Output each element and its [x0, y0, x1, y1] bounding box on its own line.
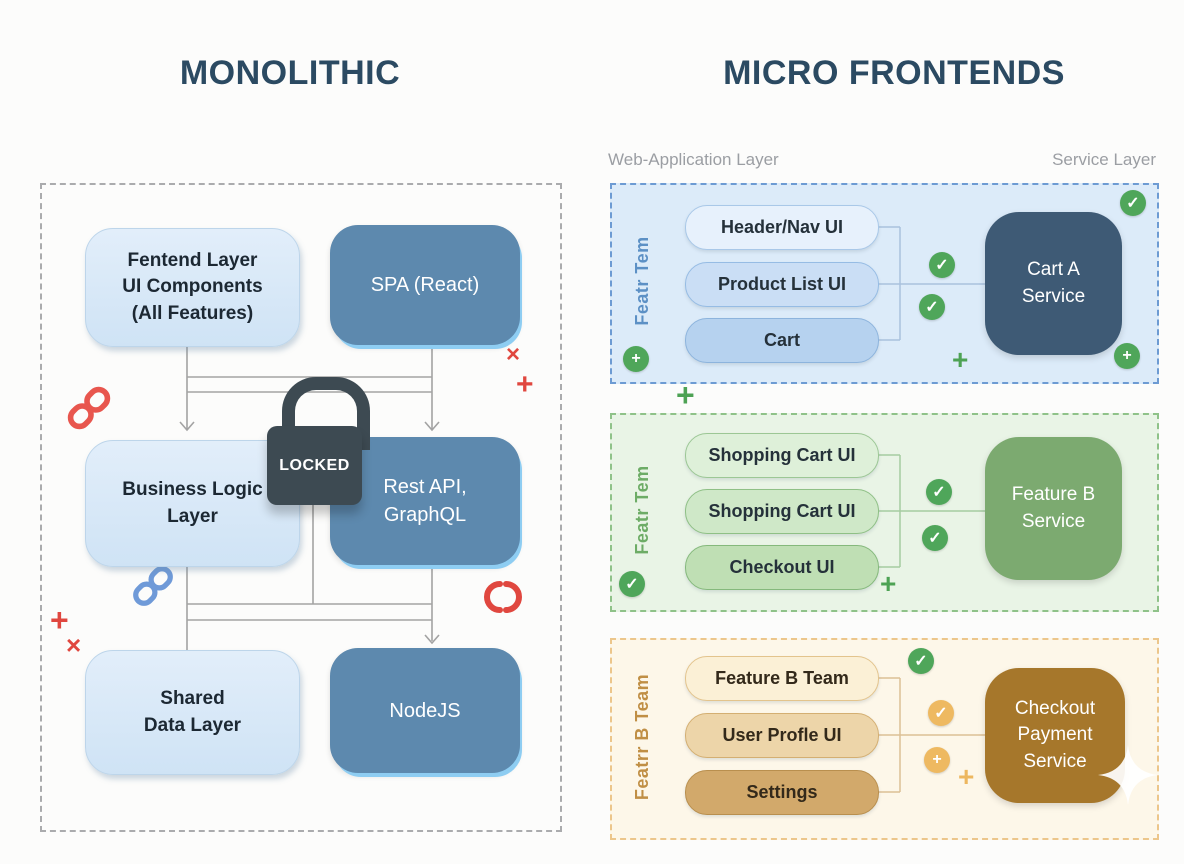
pill-settings: Settings [685, 770, 879, 815]
plus-icon-red: + [50, 602, 69, 638]
plus-icon-green: + [676, 377, 695, 413]
plus-icon-green: + [880, 568, 897, 599]
panel2-connectors [877, 454, 985, 568]
business-logic-block: Business Logic Layer [85, 440, 300, 567]
check-circle-icon: ✓ [1120, 190, 1146, 216]
feature-b-service-block: Feature B Service [985, 437, 1122, 580]
cross-icon: × [506, 341, 521, 368]
team-label-orange: Featrr B Team [632, 673, 652, 801]
plus-circle-icon: + [623, 346, 649, 372]
monolithic-title: MONOLITHIC [179, 54, 401, 92]
pill-product-list-ui: Product List UI [685, 262, 879, 307]
check-circle-icon: ✓ [929, 252, 955, 278]
web-application-layer-label: Web-Application Layer [608, 150, 779, 169]
broken-link-icon [484, 581, 522, 613]
sparkle-icon [1098, 745, 1158, 805]
check-circle-icon: ✓ [919, 294, 945, 320]
micro-frontends-title: MICRO FRONTENDS [723, 54, 1065, 92]
pill-feature-b-team: Feature B Team [685, 656, 879, 701]
frontend-layer-block: Fentend Layer UI Components (All Feature… [85, 228, 300, 347]
check-circle-icon: ✓ [619, 571, 645, 597]
plus-icon-orange: + [958, 761, 975, 792]
check-circle-icon: ✓ [908, 648, 934, 674]
padlock-icon: LOCKED [267, 426, 362, 505]
pill-shopping-cart-ui-1: Shopping Cart UI [685, 433, 879, 478]
plus-circle-icon: + [1114, 343, 1140, 369]
panel3-connectors [877, 677, 985, 793]
shared-data-layer-block: Shared Data Layer [85, 650, 300, 775]
chain-link-icon-blue [133, 566, 173, 606]
spa-react-block: SPA (React) [330, 225, 520, 345]
plus-icon-green: + [952, 344, 969, 375]
cart-a-service-block: Cart A Service [985, 212, 1122, 355]
nodejs-block: NodeJS [330, 648, 520, 773]
plus-icon-red: + [516, 368, 534, 401]
pill-user-profile-ui: User Profle UI [685, 713, 879, 758]
check-circle-icon: ✓ [926, 479, 952, 505]
chain-link-icon-red [67, 386, 111, 430]
check-circle-icon-orange: ✓ [928, 700, 954, 726]
pill-shopping-cart-ui-2: Shopping Cart UI [685, 489, 879, 534]
checkout-payment-service-block: Checkout Payment Service [985, 668, 1125, 803]
cross-icon: × [66, 630, 82, 660]
team-label-blue: Featr Tem [632, 236, 652, 326]
check-circle-icon: ✓ [922, 525, 948, 551]
pill-checkout-ui: Checkout UI [685, 545, 879, 590]
pill-cart: Cart [685, 318, 879, 363]
monolithic-boundary [40, 183, 562, 832]
plus-circle-icon-orange: + [924, 747, 950, 773]
panel1-connectors [877, 226, 985, 341]
service-layer-label: Service Layer [1052, 150, 1156, 169]
pill-header-nav-ui: Header/Nav UI [685, 205, 879, 250]
lock-label: LOCKED [279, 456, 350, 474]
